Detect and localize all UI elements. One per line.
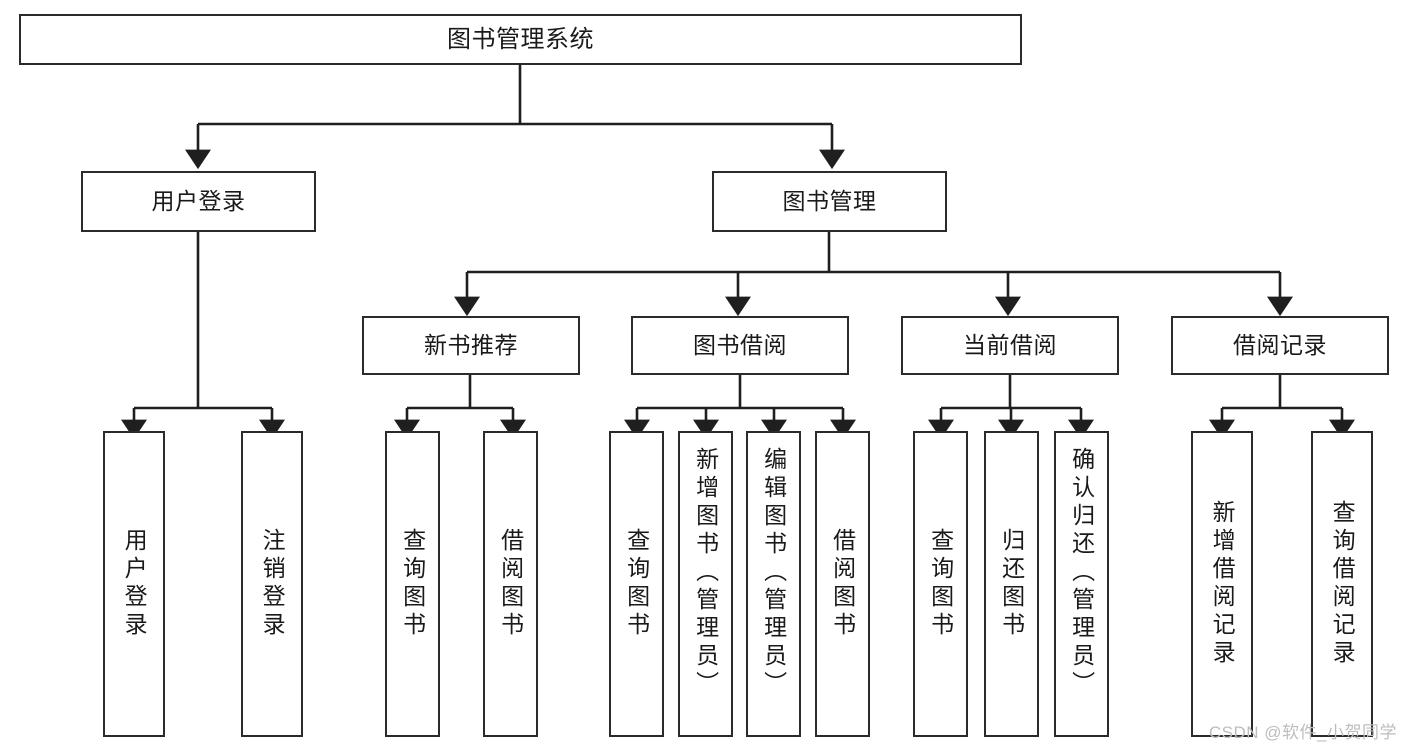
node-label: 新增图书（管理员） xyxy=(692,447,719,699)
node-label: 归还图书 xyxy=(998,528,1025,640)
node-label: 注销登录 xyxy=(259,528,286,640)
node-leaf-logout-login[interactable]: 注销登录 xyxy=(241,431,303,737)
node-label: 新书推荐 xyxy=(424,332,518,358)
node-leaf-add-book-admin[interactable]: 新增图书（管理员） xyxy=(678,431,733,737)
node-leaf-query-book-current[interactable]: 查询图书 xyxy=(913,431,968,737)
node-label: 图书借阅 xyxy=(693,332,787,358)
node-label: 查询图书 xyxy=(927,528,954,640)
node-label: 用户登录 xyxy=(151,188,246,214)
node-book-management[interactable]: 图书管理 xyxy=(712,171,947,232)
node-leaf-return-book[interactable]: 归还图书 xyxy=(984,431,1039,737)
node-leaf-borrow-book-recommend[interactable]: 借阅图书 xyxy=(483,431,538,737)
node-borrow-record[interactable]: 借阅记录 xyxy=(1171,316,1389,375)
node-label: 查询借阅记录 xyxy=(1329,500,1356,668)
node-label: 确认归还（管理员） xyxy=(1068,447,1095,699)
node-label: 借阅图书 xyxy=(829,528,856,640)
node-book-borrow[interactable]: 图书借阅 xyxy=(631,316,849,375)
node-label: 用户登录 xyxy=(121,528,148,640)
node-leaf-confirm-return-admin[interactable]: 确认归还（管理员） xyxy=(1054,431,1109,737)
node-leaf-query-book-borrow[interactable]: 查询图书 xyxy=(609,431,664,737)
node-leaf-edit-book-admin[interactable]: 编辑图书（管理员） xyxy=(746,431,801,737)
node-root-book-management-system[interactable]: 图书管理系统 xyxy=(19,14,1022,65)
node-current-borrow[interactable]: 当前借阅 xyxy=(901,316,1119,375)
node-label: 图书管理 xyxy=(782,188,877,214)
node-label: 新增借阅记录 xyxy=(1209,500,1236,668)
node-label: 借阅图书 xyxy=(497,528,524,640)
node-label: 编辑图书（管理员） xyxy=(760,447,787,699)
node-new-book-recommend[interactable]: 新书推荐 xyxy=(362,316,580,375)
node-leaf-query-borrow-record[interactable]: 查询借阅记录 xyxy=(1311,431,1373,737)
csdn-watermark: CSDN @软件_小贺同学 xyxy=(1208,723,1397,742)
node-leaf-user-login[interactable]: 用户登录 xyxy=(103,431,165,737)
node-label: 当前借阅 xyxy=(963,332,1057,358)
node-leaf-add-borrow-record[interactable]: 新增借阅记录 xyxy=(1191,431,1253,737)
node-label: 查询图书 xyxy=(399,528,426,640)
node-user-login[interactable]: 用户登录 xyxy=(81,171,316,232)
node-label: 查询图书 xyxy=(623,528,650,640)
node-leaf-query-book-recommend[interactable]: 查询图书 xyxy=(385,431,440,737)
node-leaf-borrow-book[interactable]: 借阅图书 xyxy=(815,431,870,737)
node-label: 借阅记录 xyxy=(1233,332,1327,358)
node-label: 图书管理系统 xyxy=(447,25,594,53)
